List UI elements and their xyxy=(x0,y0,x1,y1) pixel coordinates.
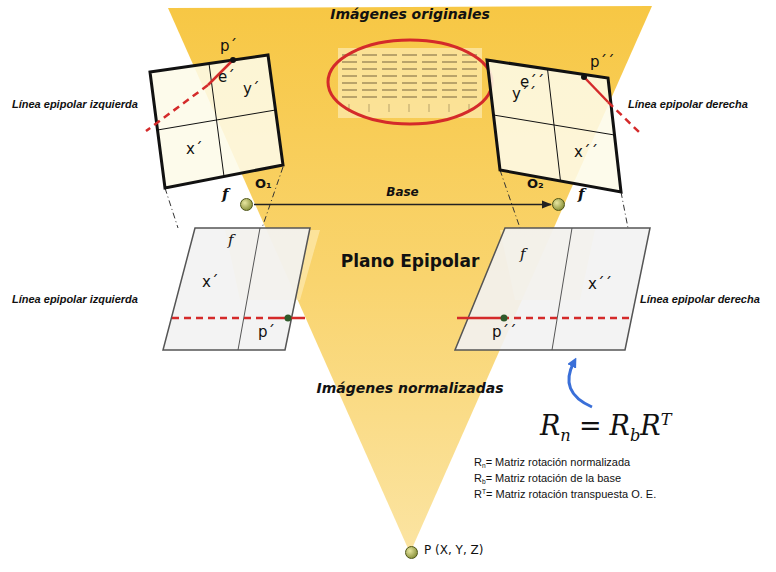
annotation: p´ xyxy=(220,38,237,55)
formula: Rn=RbRT xyxy=(540,410,671,441)
point-marker: P (X, Y, Z) xyxy=(405,546,418,559)
definition-text: b xyxy=(482,478,486,485)
annotation: Línea epipolar derecha xyxy=(628,98,748,111)
plane-outline xyxy=(452,226,652,354)
axis-label: p´ xyxy=(258,324,275,341)
definition-text: n xyxy=(482,462,486,469)
definition-text: T xyxy=(482,488,486,495)
annotation: Línea epipolar izquierda xyxy=(12,293,138,306)
annotation: Línea epipolar izquierda xyxy=(12,98,138,111)
image-plane: e´´y´´x´´ xyxy=(484,52,624,194)
definition-line: RT= Matriz rotación transpuesta O. E. xyxy=(474,488,656,500)
point-label: O₂ xyxy=(527,177,544,192)
axis-label: x´´ xyxy=(588,276,612,293)
axis-label: f xyxy=(520,246,526,263)
annotation: Imágenes normalizadas xyxy=(317,380,504,396)
definition-text: R xyxy=(474,472,482,484)
annotation: f xyxy=(222,186,228,203)
axis-label: f xyxy=(228,232,234,249)
image-plane: f x´´ p´´ xyxy=(452,226,652,354)
annotation: Línea epipolar derecha xyxy=(640,293,760,306)
definition-text: = Matriz rotación transpuesta O. E. xyxy=(486,488,656,500)
baseline-arrow xyxy=(254,204,551,205)
formula-part: T xyxy=(661,410,672,429)
formula-part: R xyxy=(540,410,560,441)
axis-label: x´´ xyxy=(574,144,598,161)
plane-outline xyxy=(484,52,624,194)
edge-label: Base xyxy=(386,186,419,200)
point-marker: O₁ xyxy=(240,198,253,211)
formula-part: R xyxy=(640,410,660,441)
highlight-ellipse xyxy=(328,40,492,124)
point-label: P (X, Y, Z) xyxy=(424,544,483,558)
definition-line: Rb= Matriz rotación de la base xyxy=(474,472,621,484)
pointer-arrow xyxy=(569,362,592,407)
annotation: p´´ xyxy=(590,54,615,71)
formula-part: = xyxy=(579,410,602,441)
axis-label: x´ xyxy=(202,274,218,291)
definition-text: = Matriz rotación normalizada xyxy=(486,456,631,468)
axis-label: y´ xyxy=(243,81,259,98)
coordinate-table xyxy=(338,48,482,118)
plane-outline xyxy=(160,226,315,354)
definition-text: R xyxy=(474,456,482,468)
formula-part: n xyxy=(560,426,570,445)
annotation: Plano Epipolar xyxy=(341,252,480,272)
axis-label: e´ xyxy=(218,69,235,86)
axis-label: x´ xyxy=(186,141,202,158)
title: Imágenes originales xyxy=(330,6,490,22)
axis-label: p´´ xyxy=(492,324,517,341)
definition-line: Rn= Matriz rotación normalizada xyxy=(474,456,630,468)
image-plane: f x´ p´ xyxy=(160,226,315,354)
formula-part: b xyxy=(630,426,640,445)
annotation: f xyxy=(578,186,584,203)
axis-label: y´´ xyxy=(512,86,536,103)
point-marker: O₂ xyxy=(552,198,565,211)
formula-part: R xyxy=(610,410,630,441)
definition-text: R xyxy=(474,488,482,500)
point-label: O₁ xyxy=(255,177,272,192)
definition-text: = Matriz rotación de la base xyxy=(486,472,621,484)
image-plane: e´ y´ x´ xyxy=(148,53,288,193)
